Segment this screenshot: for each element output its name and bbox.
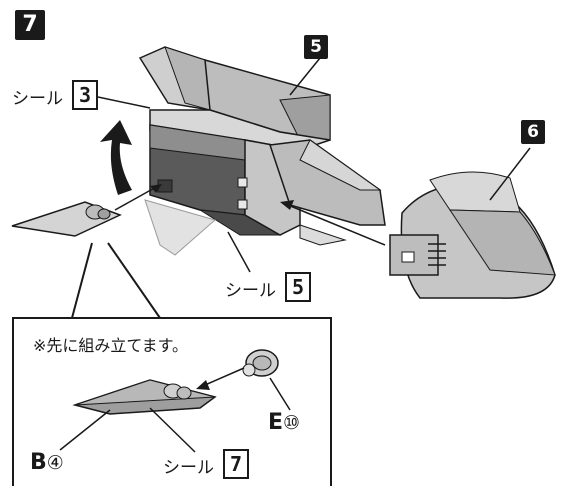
part-6-nosecone	[389, 171, 556, 299]
part-e-letter: E	[268, 410, 284, 435]
part-e-code: E⑩	[268, 410, 300, 435]
step-number-badge: 7	[15, 10, 45, 40]
loose-wing	[11, 201, 122, 237]
part-5-badge: 5	[304, 35, 328, 59]
seal-7-number: 7	[223, 449, 249, 479]
part-b-leader	[59, 409, 111, 451]
part-5-body	[138, 46, 386, 246]
part-5-leader	[289, 57, 321, 96]
part-b-letter: B	[30, 450, 47, 475]
inset-note: ※先に組み立てます。	[33, 336, 189, 355]
part-6-leader	[489, 147, 531, 201]
inset-peg	[242, 349, 279, 377]
part-b-number: ④	[46, 452, 64, 474]
seal-3-leader	[97, 96, 151, 109]
inset-wing	[72, 379, 217, 415]
seal-5-label: シール	[225, 281, 276, 301]
seal-7-label: シール	[163, 458, 214, 478]
seal-7-leader	[149, 407, 196, 453]
ghost-wing	[144, 199, 217, 256]
inset-callout	[12, 242, 332, 486]
part-e-leader	[269, 377, 291, 411]
part-6-badge: 6	[521, 120, 545, 144]
seal-3-number: 3	[72, 80, 98, 110]
part-b-code: B④	[30, 450, 64, 475]
seal-5-number: 5	[285, 272, 311, 302]
seal-5-leader	[227, 231, 251, 273]
part-e-number: ⑩	[283, 412, 301, 434]
seal-3-label: シール	[12, 89, 63, 109]
rotate-arrow	[100, 120, 132, 195]
